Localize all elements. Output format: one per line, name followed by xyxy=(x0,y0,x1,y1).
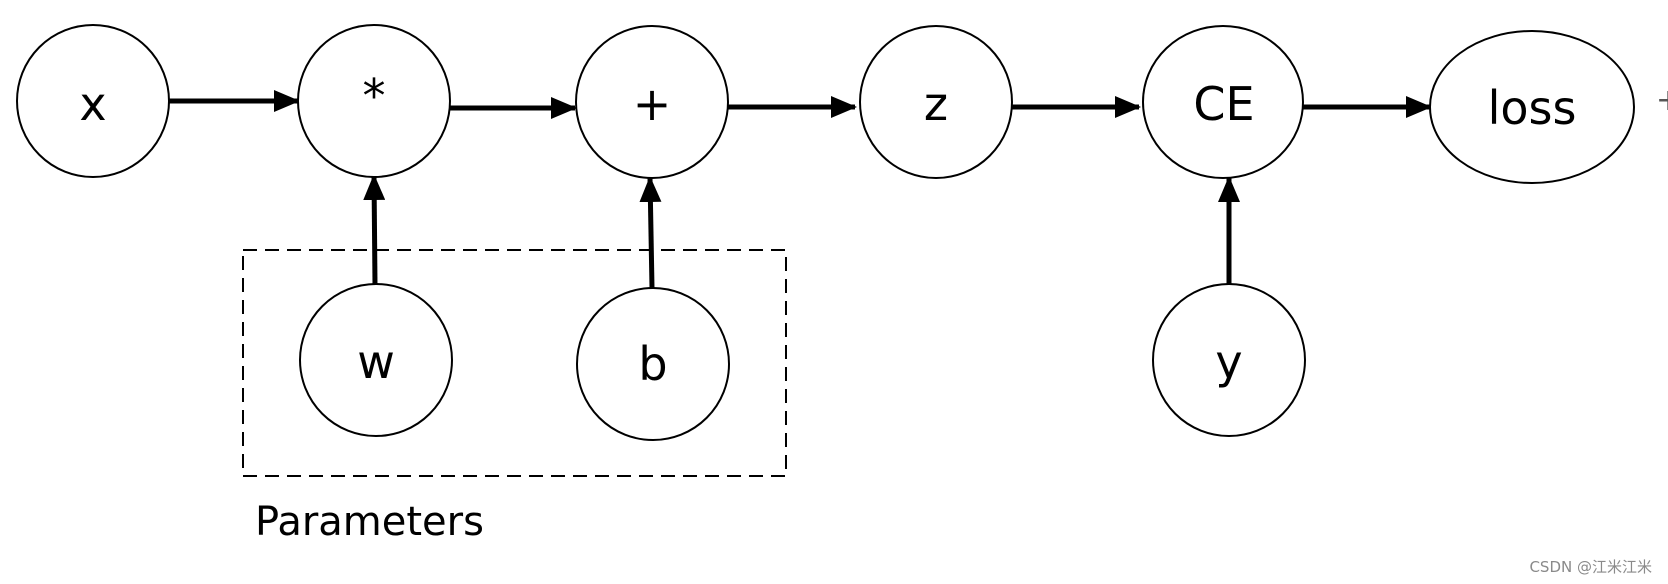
node-multiply-label: * xyxy=(363,69,386,123)
node-add-label: + xyxy=(633,77,672,131)
node-w: w xyxy=(299,283,453,437)
node-b: b xyxy=(576,287,730,441)
node-loss-label: loss xyxy=(1488,81,1577,135)
node-w-label: w xyxy=(357,335,395,389)
watermark-text: CSDN @江米江米 xyxy=(1529,558,1652,576)
node-x-circle xyxy=(16,24,170,178)
edges xyxy=(169,90,1432,289)
node-z: z xyxy=(859,25,1013,179)
node-b-label: b xyxy=(638,337,667,391)
node-loss: loss xyxy=(1429,30,1635,184)
node-ce: CE xyxy=(1142,25,1304,179)
node-multiply: * xyxy=(297,24,451,178)
node-add-circle xyxy=(575,25,729,179)
parameters-group-label: Parameters xyxy=(255,499,484,545)
edge-b-to-add xyxy=(639,176,662,289)
node-loss-ellipse xyxy=(1429,30,1635,184)
node-z-circle xyxy=(859,25,1013,179)
node-y-circle xyxy=(1152,283,1306,437)
cropped-plus-fragment: + xyxy=(1656,83,1668,118)
node-b-circle xyxy=(576,287,730,441)
node-ce-circle xyxy=(1142,25,1304,179)
node-y-label: y xyxy=(1215,335,1242,389)
parameters-group-box xyxy=(242,249,787,477)
node-x: x xyxy=(16,24,170,178)
node-multiply-circle xyxy=(297,24,451,178)
edge-w-to-mul xyxy=(363,174,386,286)
node-x-label: x xyxy=(79,77,106,131)
node-y: y xyxy=(1152,283,1306,437)
node-ce-label: CE xyxy=(1193,77,1254,131)
node-z-label: z xyxy=(924,77,948,131)
node-add: + xyxy=(575,25,729,179)
node-w-circle xyxy=(299,283,453,437)
